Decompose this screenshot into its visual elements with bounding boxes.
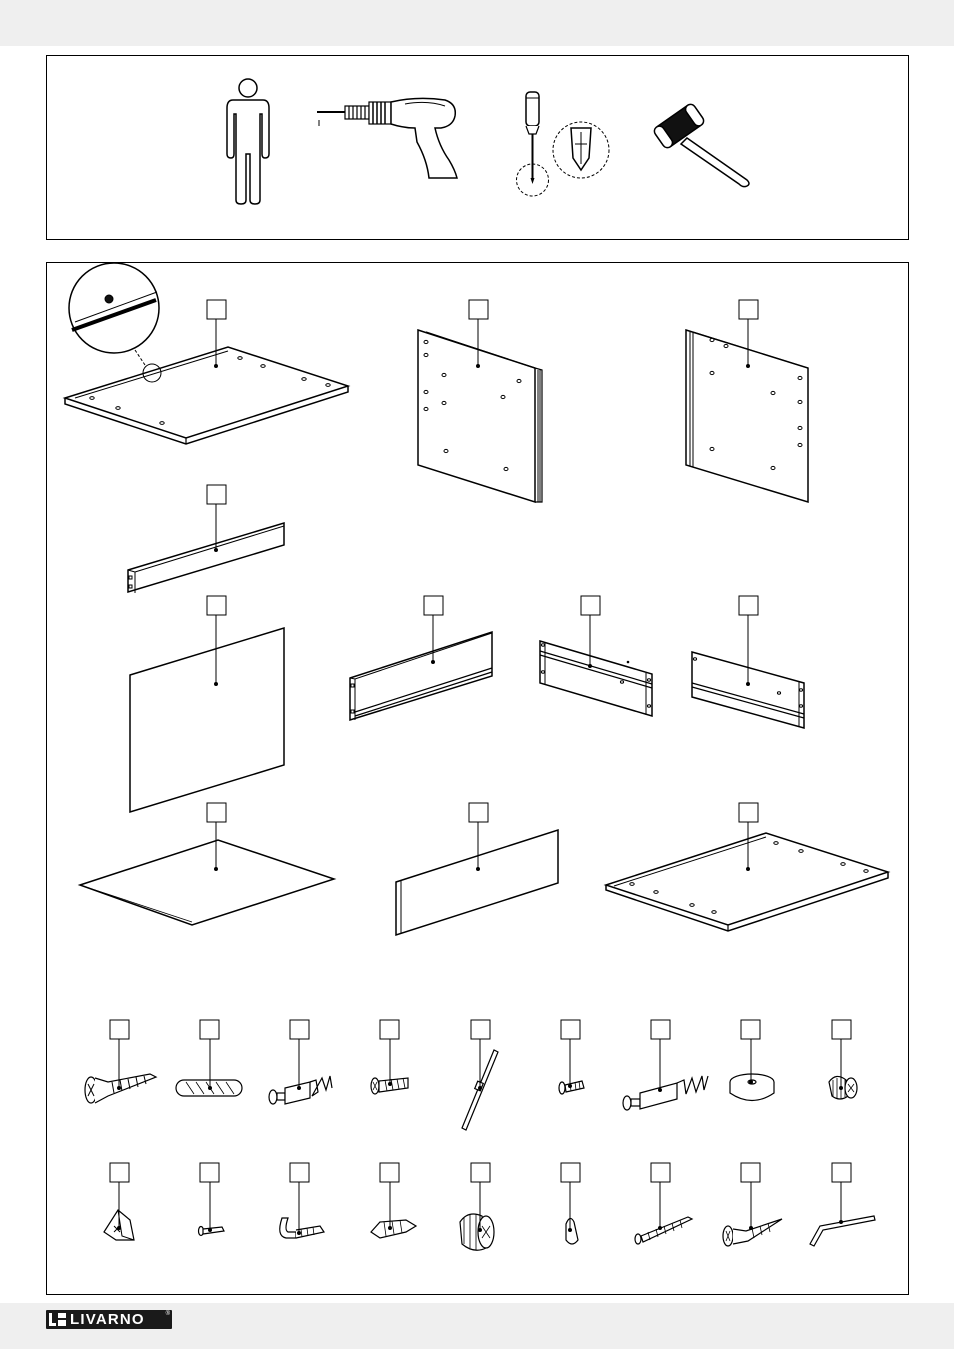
livarno-logo: LIVARNO ® bbox=[46, 1310, 172, 1329]
drawer-side-rail bbox=[539, 639, 653, 718]
phillips-screwdriver-icon bbox=[516, 91, 610, 197]
callout-leaders bbox=[117, 318, 843, 1235]
callout-label-boxes bbox=[109, 299, 852, 1183]
top-band bbox=[0, 0, 954, 46]
rubber-mallet-icon bbox=[653, 103, 750, 188]
countersunk-screw bbox=[84, 1073, 158, 1104]
back-panel bbox=[129, 626, 285, 814]
top-board bbox=[62, 262, 351, 445]
livarno-logo-mark bbox=[49, 1313, 66, 1326]
tools-required-panel bbox=[46, 55, 909, 240]
tiny-screw bbox=[197, 1225, 225, 1237]
cam-lock-nut bbox=[828, 1075, 858, 1100]
right-side-panel bbox=[685, 328, 809, 504]
power-drill-icon bbox=[317, 97, 458, 179]
logo-text: LIVARNO bbox=[70, 1311, 145, 1328]
long-cam-bolt bbox=[622, 1075, 709, 1111]
drawer-front-rail bbox=[349, 630, 493, 722]
drawer-back-rail bbox=[691, 651, 805, 729]
small-screw bbox=[558, 1080, 585, 1095]
wood-screw bbox=[722, 1218, 783, 1247]
cover-cap bbox=[565, 1217, 579, 1245]
person-icon bbox=[226, 78, 270, 205]
l-hook-screw bbox=[279, 1217, 325, 1239]
long-wall-screw bbox=[634, 1216, 694, 1245]
registered-mark: ® bbox=[165, 1311, 170, 1317]
drawer-bottom-board bbox=[77, 839, 337, 926]
left-side-panel bbox=[417, 328, 543, 504]
short-screw bbox=[370, 1077, 409, 1095]
cam-bolt bbox=[268, 1075, 333, 1105]
small-rail bbox=[127, 521, 285, 594]
wall-anchor bbox=[370, 1219, 418, 1239]
bottom-board bbox=[603, 832, 891, 932]
drawer-front-panel bbox=[395, 828, 559, 937]
